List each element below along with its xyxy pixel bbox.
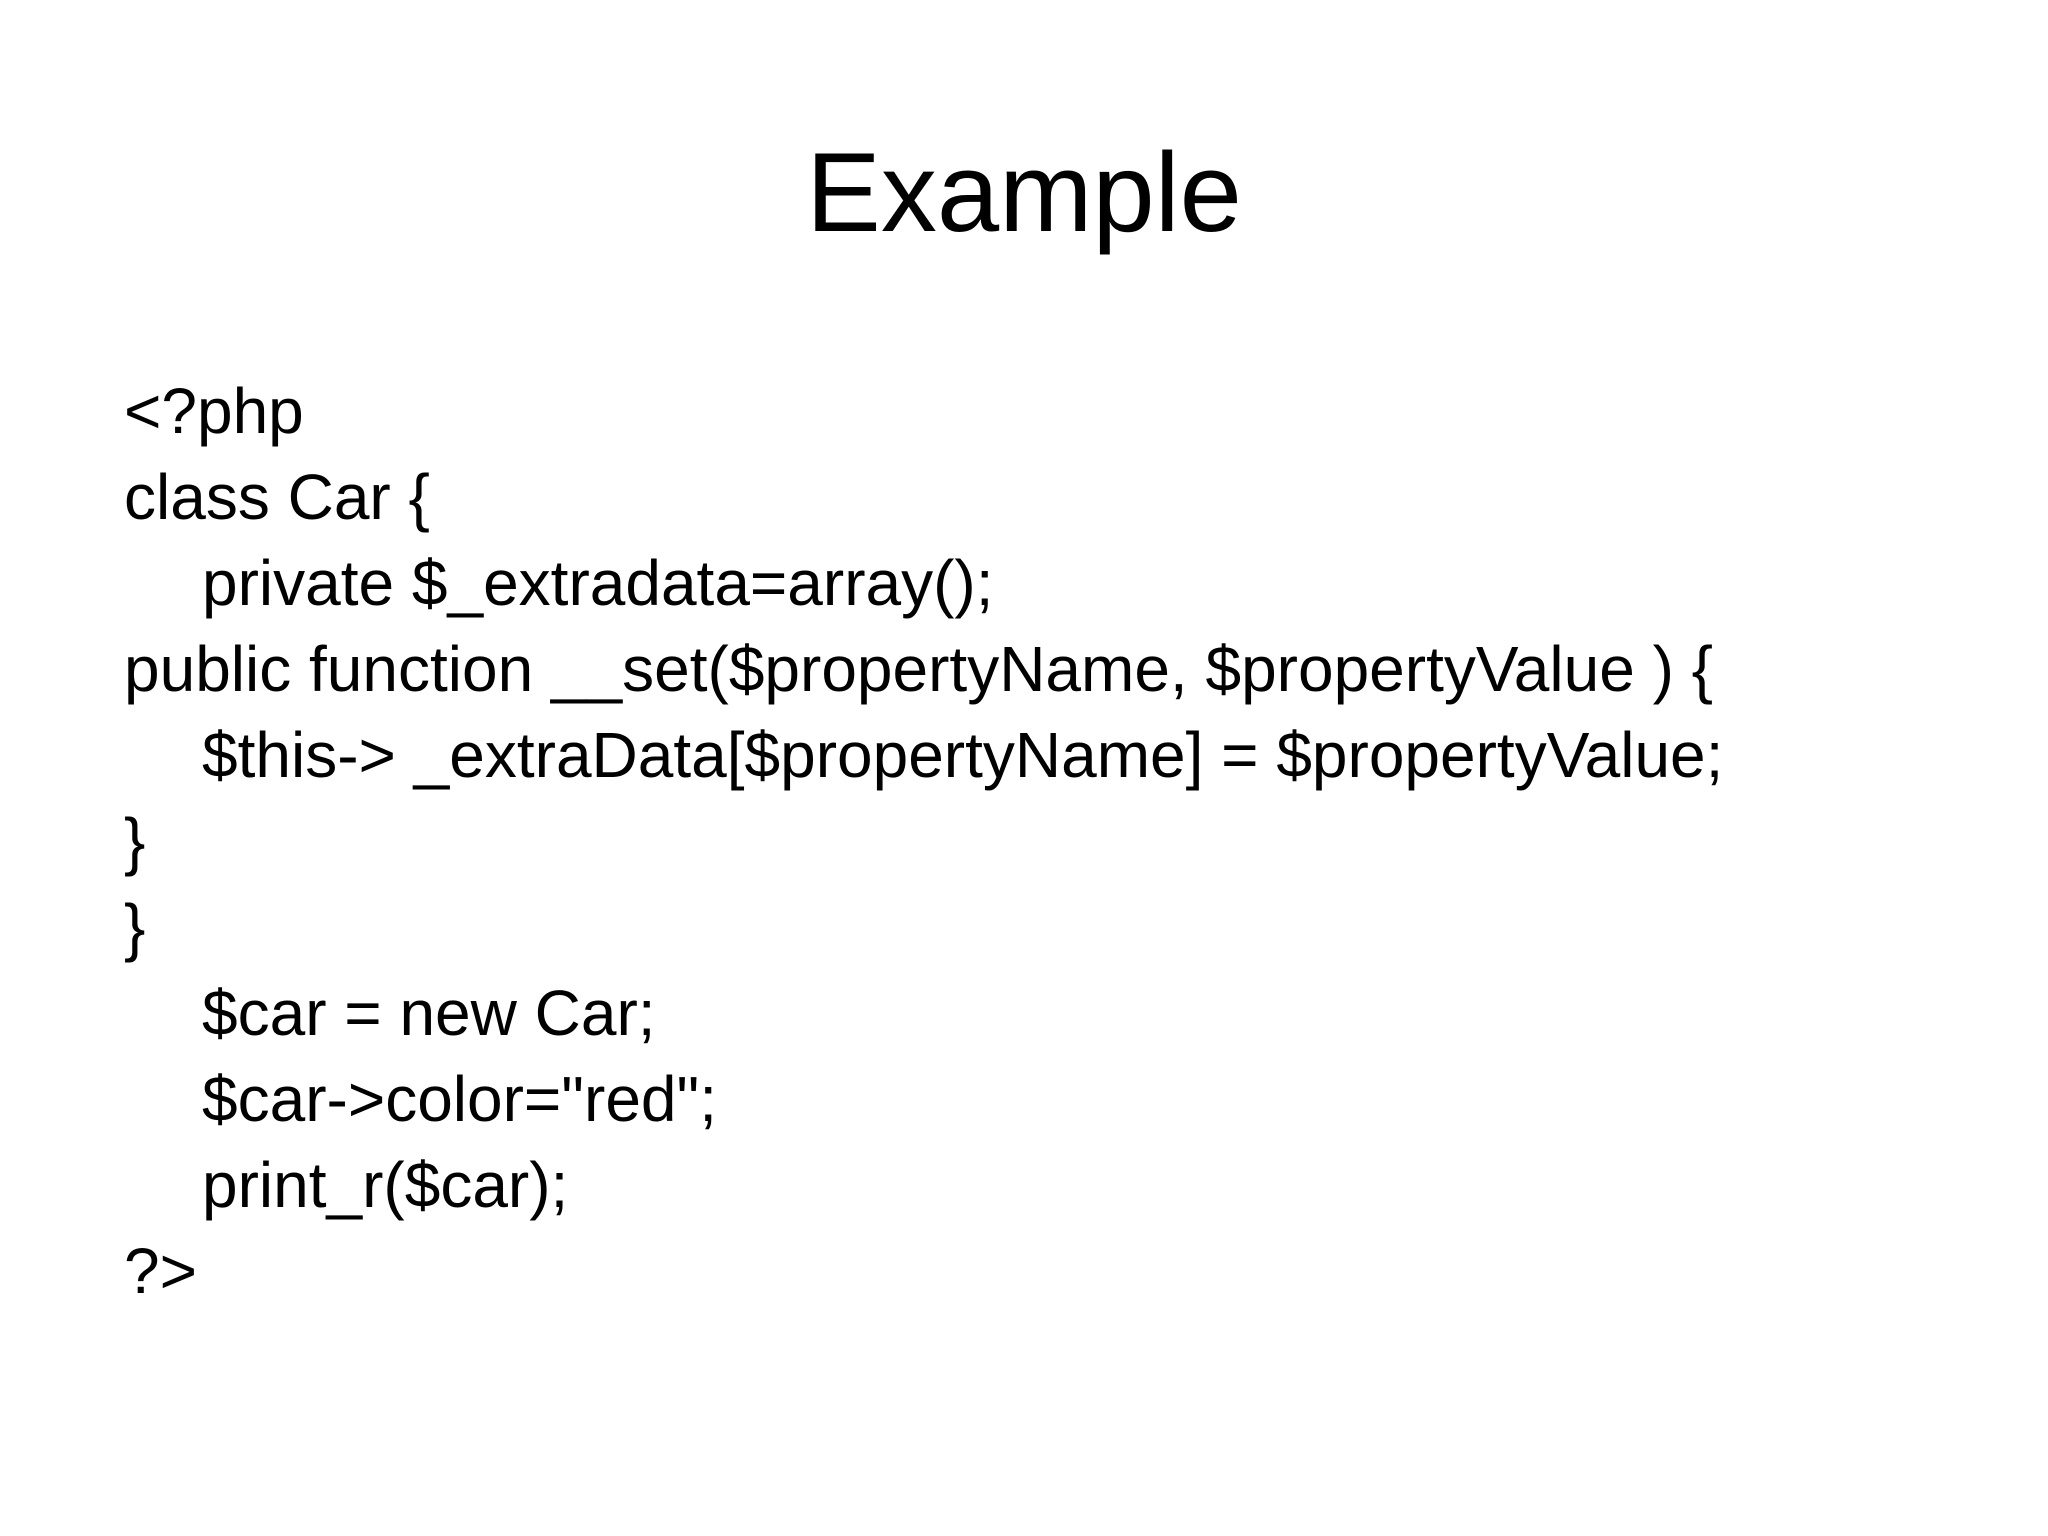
code-line: print_r($car); [202,1149,569,1221]
code-line: } [124,891,146,963]
code-line: <?php [124,375,304,447]
code-line: $car = new Car; [202,977,656,1049]
code-line: class Car { [124,461,430,533]
code-line: public function __set($propertyName, $pr… [124,633,1714,705]
code-block: <?php class Car { private $_extradata=ar… [124,368,1974,1314]
code-line: $car->color="red"; [202,1063,717,1135]
code-line: private $_extradata=array(); [202,547,994,619]
code-line: ?> [124,1235,197,1307]
code-line: $this-> _extraData[$propertyName] = $pro… [202,719,1724,791]
slide-title: Example [806,130,1242,255]
code-line: } [124,805,146,877]
